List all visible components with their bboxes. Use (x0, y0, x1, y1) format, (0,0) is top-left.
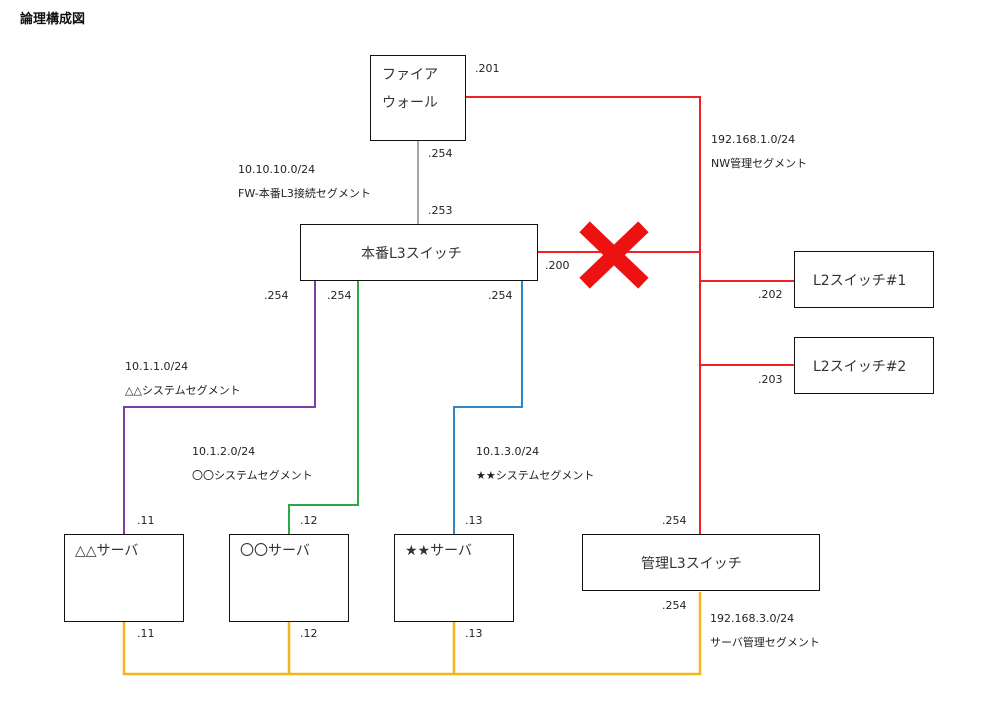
segment-tri-name: △△システムセグメント (125, 384, 241, 397)
l2-switch-2-node[interactable]: L2スイッチ#2 (794, 337, 934, 394)
server-circ-node[interactable]: 〇〇サーバ (229, 534, 349, 622)
addr-circ-bottom: .12 (300, 627, 318, 640)
segment-server-mgmt-network: 192.168.3.0/24 (710, 612, 795, 625)
addr-mgmt-down: .254 (662, 599, 687, 612)
addr-l2-1: .202 (758, 288, 783, 301)
disconnected-cross-mark (579, 221, 649, 289)
tri-segment-link (123, 281, 316, 534)
nw-mgmt-link (466, 96, 701, 534)
segment-star-name: ★★システムセグメント (476, 469, 595, 482)
server-star-node[interactable]: ★★サーバ (394, 534, 514, 622)
segment-circ-name: 〇〇システムセグメント (192, 469, 313, 482)
mgmt-l3-switch-node[interactable]: 管理L3スイッチ (582, 534, 820, 591)
server-tri-label: △△サーバ (75, 543, 139, 559)
addr-fw-nw: .201 (475, 62, 500, 75)
addr-core-circ: .254 (327, 289, 352, 302)
server-tri-node[interactable]: △△サーバ (64, 534, 184, 622)
addr-core-up: .253 (428, 204, 453, 217)
server-mgmt-link (122, 592, 702, 676)
addr-tri-top: .11 (137, 514, 155, 527)
firewall-node[interactable]: ファイア ウォール (370, 55, 466, 141)
l2-switch-1-node[interactable]: L2スイッチ#1 (794, 251, 934, 308)
circ-segment-link (288, 281, 359, 534)
segment-star-network: 10.1.3.0/24 (476, 445, 540, 458)
segment-circ-network: 10.1.2.0/24 (192, 445, 256, 458)
segment-fw-core-name: FW-本番L3接続セグメント (238, 187, 371, 200)
addr-star-bottom: .13 (465, 627, 483, 640)
addr-tri-bottom: .11 (137, 627, 155, 640)
segment-fw-core-network: 10.10.10.0/24 (238, 163, 316, 176)
star-segment-link (453, 281, 523, 534)
core-l3-switch-label: 本番L3スイッチ (361, 246, 462, 262)
addr-circ-top: .12 (300, 514, 318, 527)
segment-circ-label: 10.1.2.0/24 〇〇システムセグメント (192, 440, 313, 488)
segment-star-label: 10.1.3.0/24 ★★システムセグメント (476, 440, 594, 488)
addr-core-tri: .254 (264, 289, 289, 302)
segment-server-mgmt-label: 192.168.3.0/24 サーバ管理セグメント (710, 607, 820, 655)
segment-tri-label: 10.1.1.0/24 △△システムセグメント (125, 355, 241, 403)
l2-switch-2-label: L2スイッチ#2 (813, 359, 907, 375)
firewall-label-line2: ウォール (382, 95, 438, 111)
l2-switch-1-label: L2スイッチ#1 (813, 273, 907, 289)
diagram-title: 論理構成図 (20, 12, 86, 27)
segment-nw-mgmt-network: 192.168.1.0/24 (711, 133, 796, 146)
addr-core-nw: .200 (545, 259, 570, 272)
segment-nw-mgmt-label: 192.168.1.0/24 NW管理セグメント (711, 128, 807, 176)
server-star-label: ★★サーバ (405, 543, 472, 559)
addr-star-top: .13 (465, 514, 483, 527)
mgmt-l3-switch-label: 管理L3スイッチ (641, 556, 742, 572)
segment-nw-mgmt-name: NW管理セグメント (711, 157, 808, 170)
addr-l2-2: .203 (758, 373, 783, 386)
addr-mgmt-up: .254 (662, 514, 687, 527)
segment-server-mgmt-name: サーバ管理セグメント (710, 636, 820, 649)
segment-tri-network: 10.1.1.0/24 (125, 360, 189, 373)
core-l3-switch-node[interactable]: 本番L3スイッチ (300, 224, 538, 281)
firewall-label-line1: ファイア (382, 67, 438, 83)
segment-fw-core-label: 10.10.10.0/24 FW-本番L3接続セグメント (238, 158, 371, 206)
addr-fw-down: .254 (428, 147, 453, 160)
server-circ-label: 〇〇サーバ (240, 543, 310, 559)
addr-core-star: .254 (488, 289, 513, 302)
